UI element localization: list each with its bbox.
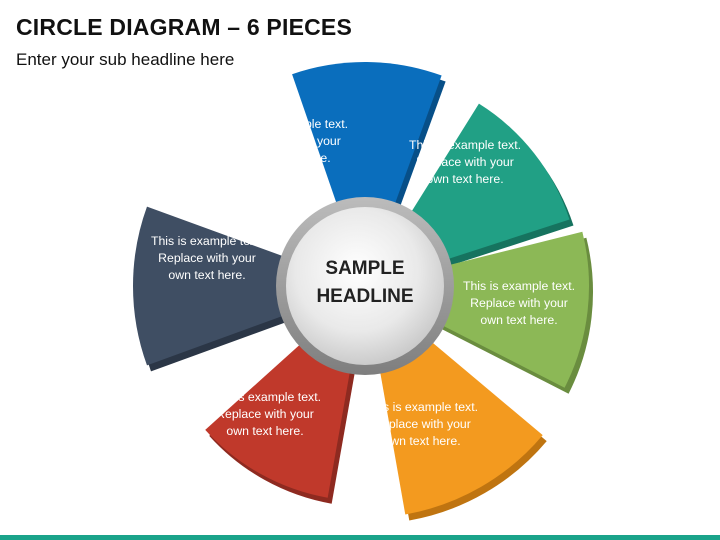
segment-text-red: This is example text. Replace with your … xyxy=(208,390,322,438)
segment-text-navy: This is example text. Replace with your … xyxy=(150,234,264,282)
center-headline: SAMPLE HEADLINE xyxy=(305,255,425,311)
segment-blue xyxy=(292,61,442,286)
page-subtitle: Enter your sub headline here xyxy=(16,50,235,69)
segment-text-green: This is example text. Replace with your … xyxy=(462,279,576,327)
segment-green xyxy=(365,231,589,388)
page-title: CIRCLE DIAGRAM – 6 PIECES xyxy=(16,14,352,40)
segment-text-orange: This is example text. Replace with your … xyxy=(365,400,479,448)
footer-bar xyxy=(0,535,720,540)
center-headline-line1: SAMPLE xyxy=(325,258,405,279)
segment-navy xyxy=(132,206,365,366)
segment-text-blue: This is example text. Replace with your … xyxy=(235,117,349,165)
center-circle xyxy=(286,207,444,365)
segment-text-teal: This is example text. Replace with your … xyxy=(408,138,522,186)
center-headline-line2: HEADLINE xyxy=(316,286,414,307)
